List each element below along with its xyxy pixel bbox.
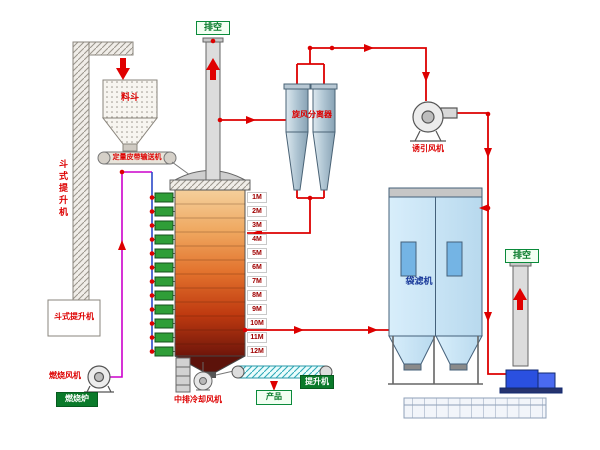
tower-level-label: 5M — [247, 248, 267, 259]
product-label: 产品 — [256, 390, 292, 405]
combustion-fan-label: 燃烧风机 — [49, 370, 81, 380]
drag-conveyor — [403, 397, 547, 419]
tower-level-label: 3M — [247, 220, 267, 231]
valve-icon — [154, 332, 174, 343]
tower-level-label: 10M — [247, 318, 267, 329]
induced-draft-fan-icon — [410, 101, 458, 142]
bag-filter-label: 袋滤机 — [405, 276, 433, 287]
cyclone-separator-label: 旋风分离器 — [292, 109, 332, 119]
drying-tower — [169, 170, 251, 378]
cooling-fan-assembly — [175, 357, 213, 393]
tower-level-label: 11M — [247, 332, 267, 343]
belt-conveyor-label: 定量皮带输送机 — [112, 154, 162, 162]
bucket-elevator — [47, 41, 134, 337]
bucket-elevator-label: 斗式提升机 — [57, 159, 68, 219]
hopper-label: 料斗 — [120, 92, 139, 103]
elevator-boot-box — [47, 299, 101, 337]
cooling-fan-label: 中排冷却风机 — [174, 394, 222, 404]
bucket-elevator-boot-label: 斗式提升机 — [54, 311, 94, 321]
combustion-furnace-label: 燃烧炉 — [56, 392, 98, 407]
valve-icon — [154, 192, 174, 203]
tower-level-label: 2M — [247, 206, 267, 217]
exhaust-stack-right — [509, 261, 532, 367]
burner-valve-column — [152, 192, 175, 357]
tower-level-label: 1M — [247, 192, 267, 203]
exhaust-blower — [499, 369, 563, 394]
valve-icon — [154, 290, 174, 301]
cyclone-separators — [283, 83, 338, 191]
tower-level-label: 12M — [247, 346, 267, 357]
valve-icon — [154, 346, 174, 357]
combustion-fan-icon — [84, 365, 114, 393]
tower-level-label: 9M — [247, 304, 267, 315]
tower-level-label: 8M — [247, 290, 267, 301]
feed-hopper — [101, 79, 159, 152]
vent-right-label: 排空 — [505, 249, 539, 263]
vent-top-label: 排空 — [196, 21, 230, 35]
induced-draft-fan-label: 诱引风机 — [412, 143, 444, 153]
tower-level-label: 4M — [247, 234, 267, 245]
valve-icon — [154, 206, 174, 217]
valve-icon — [154, 304, 174, 315]
combustion-air-line — [110, 171, 152, 378]
valve-icon — [154, 248, 174, 259]
elevator-label: 提升机 — [300, 375, 334, 389]
valve-icon — [154, 276, 174, 287]
valve-icon — [154, 220, 174, 231]
valve-icon — [154, 262, 174, 273]
bag-filter-graphic — [388, 187, 483, 385]
valve-icon — [154, 234, 174, 245]
valve-icon — [154, 318, 174, 329]
tower-level-label: 7M — [247, 276, 267, 287]
tower-level-label: 6M — [247, 262, 267, 273]
